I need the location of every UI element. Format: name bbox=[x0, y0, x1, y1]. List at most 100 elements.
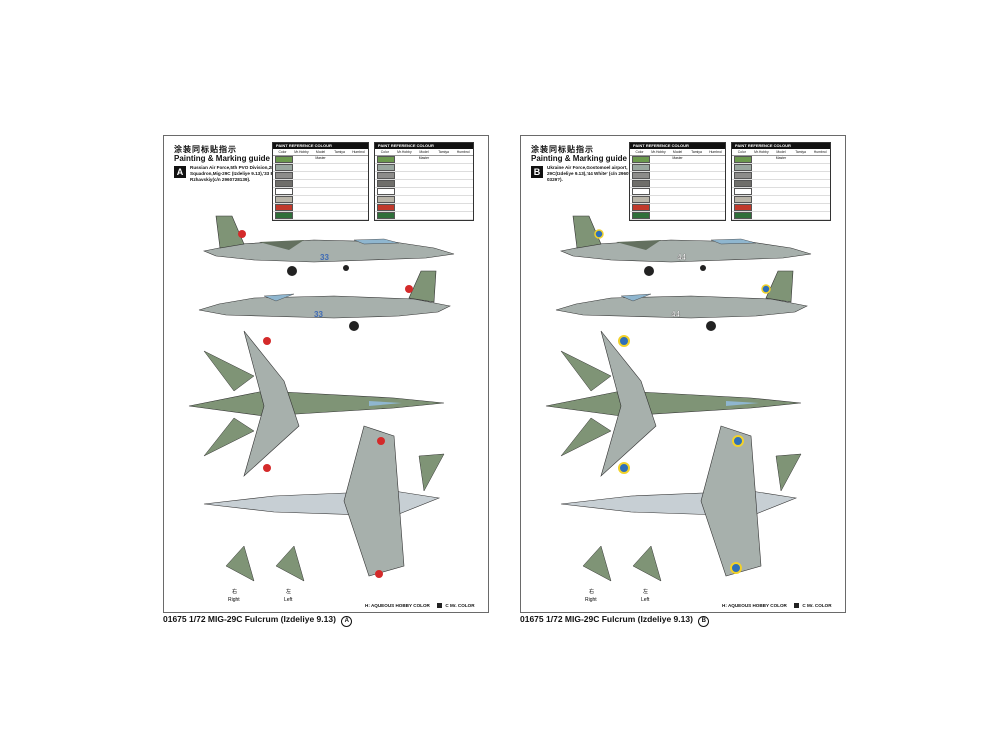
paint-table-row bbox=[375, 180, 473, 188]
col-mrhobby: Mr.Hobby bbox=[294, 150, 309, 154]
paint-table-row bbox=[630, 164, 725, 172]
color-swatch bbox=[734, 180, 752, 187]
legend-aqueous-label: AQUEOUS HOBBY COLOR bbox=[727, 603, 787, 608]
col-humbrol: Humbrol bbox=[709, 150, 722, 154]
footer-circle: A bbox=[341, 616, 353, 627]
color-swatch bbox=[275, 156, 293, 163]
col-modelmaster: Model Master bbox=[315, 150, 326, 160]
paint-table-row bbox=[732, 172, 830, 180]
legend-mr-box bbox=[794, 603, 800, 609]
paint-table-columns: Color Mr.Hobby Model Master Tamiya Humbr… bbox=[375, 149, 473, 160]
aircraft-views-a: 33 33 bbox=[188, 215, 455, 603]
paint-table-row bbox=[630, 188, 725, 196]
ukraine-roundel bbox=[594, 229, 604, 239]
color-swatch bbox=[275, 204, 293, 211]
footer-circle: B bbox=[698, 616, 710, 627]
col-tamiya: Tamiya bbox=[795, 150, 806, 154]
legend-mr-label: Mr. COLOR bbox=[807, 603, 832, 608]
paint-table-row bbox=[630, 156, 725, 164]
side-number: 44 bbox=[677, 253, 686, 262]
paint-table-row bbox=[273, 188, 368, 196]
scheme-description: Russian Air Force,5th PVO Division,28th … bbox=[190, 165, 303, 183]
color-swatch bbox=[275, 172, 293, 179]
paint-table-title: PAINT REFERENCE COLOUR bbox=[630, 143, 725, 149]
paint-reference-table-left: PAINT REFERENCE COLOUR Color Mr.Hobby Mo… bbox=[629, 142, 726, 221]
scheme-description: Ukraine Air Force,Gostomoel airport, Mig… bbox=[547, 165, 651, 183]
side-view-starboard: 44 bbox=[555, 270, 808, 331]
col-color: Color bbox=[737, 150, 746, 154]
paint-table-row bbox=[375, 212, 473, 220]
red-star-marking bbox=[263, 464, 271, 472]
paint-reference-table-right: PAINT REFERENCE COLOUR Color Mr.Hobby Mo… bbox=[731, 142, 831, 221]
label-left: Left bbox=[284, 597, 293, 603]
paint-table-rows-a2 bbox=[375, 156, 473, 220]
color-swatch bbox=[734, 212, 752, 219]
top-view bbox=[188, 330, 445, 477]
color-swatch bbox=[632, 212, 650, 219]
paint-table-title: PAINT REFERENCE COLOUR bbox=[375, 143, 473, 149]
paint-table-row bbox=[732, 180, 830, 188]
color-swatch bbox=[632, 164, 650, 171]
color-swatch bbox=[632, 204, 650, 211]
red-star-marking bbox=[238, 230, 246, 238]
title-chinese: 涂装同标贴指示 bbox=[174, 145, 237, 154]
legend-mr-prefix: C bbox=[445, 603, 449, 608]
paint-table-row bbox=[273, 156, 368, 164]
paint-reference-table-right: PAINT REFERENCE COLOUR Color Mr.Hobby Mo… bbox=[374, 142, 474, 221]
col-tamiya: Tamiya bbox=[334, 150, 345, 154]
color-swatch bbox=[734, 164, 752, 171]
label-right-zh: 右 bbox=[232, 588, 237, 595]
color-swatch bbox=[275, 196, 293, 203]
red-star-marking bbox=[375, 570, 383, 578]
legend-a: H: AQUEOUS HOBBY COLOR C Mr. COLOR bbox=[365, 603, 475, 609]
scheme-badge: B bbox=[531, 166, 543, 178]
ukraine-roundel bbox=[761, 284, 771, 294]
side-number: 33 bbox=[320, 253, 329, 262]
paint-table-row bbox=[630, 204, 725, 212]
paint-table-row bbox=[273, 212, 368, 220]
col-humbrol: Humbrol bbox=[813, 150, 827, 154]
bottom-view bbox=[560, 425, 802, 577]
color-swatch bbox=[377, 156, 395, 163]
color-swatch bbox=[734, 172, 752, 179]
color-swatch bbox=[632, 196, 650, 203]
marking-guide-sheet-a: 涂装同标贴指示 Painting & Marking guide A Russi… bbox=[163, 135, 489, 613]
color-swatch bbox=[377, 180, 395, 187]
red-star-marking bbox=[405, 285, 413, 293]
paint-table-row bbox=[732, 212, 830, 220]
label-right: Right bbox=[228, 597, 240, 603]
ukraine-roundel bbox=[730, 562, 742, 574]
paint-table-rows-b2 bbox=[732, 156, 830, 220]
color-swatch bbox=[275, 212, 293, 219]
paint-table-row bbox=[273, 204, 368, 212]
paint-table-row bbox=[273, 180, 368, 188]
color-swatch bbox=[377, 172, 395, 179]
paint-table-row bbox=[375, 196, 473, 204]
side-view-port: 33 bbox=[202, 215, 455, 276]
legend-mr-label: Mr. COLOR bbox=[450, 603, 475, 608]
ukraine-roundel bbox=[732, 435, 744, 447]
col-color: Color bbox=[635, 150, 644, 154]
title-english: Painting & Marking guide bbox=[174, 154, 271, 163]
title-english: Painting & Marking guide bbox=[531, 154, 628, 163]
paint-table-row bbox=[630, 212, 725, 220]
footer-b: 01675 1/72 MIG-29C Fulcrum (Izdeliye 9.1… bbox=[520, 614, 710, 627]
col-tamiya: Tamiya bbox=[438, 150, 449, 154]
paint-table-row bbox=[732, 204, 830, 212]
col-mrhobby: Mr.Hobby bbox=[397, 150, 412, 154]
col-mrhobby: Mr.Hobby bbox=[651, 150, 666, 154]
color-swatch bbox=[632, 156, 650, 163]
paint-table-row bbox=[375, 164, 473, 172]
red-star-marking bbox=[377, 437, 385, 445]
paint-table-row bbox=[732, 156, 830, 164]
label-left: Left bbox=[641, 597, 650, 603]
legend-aqueous-prefix: H: bbox=[365, 603, 370, 608]
legend-mr-prefix: C bbox=[802, 603, 806, 608]
tail-details: 右 Right 左 Left bbox=[225, 545, 305, 603]
scheme-badge: A bbox=[174, 166, 186, 178]
paint-table-row bbox=[375, 204, 473, 212]
color-swatch bbox=[377, 196, 395, 203]
bottom-view bbox=[203, 425, 445, 578]
label-left-zh: 左 bbox=[286, 588, 291, 595]
color-swatch bbox=[377, 188, 395, 195]
